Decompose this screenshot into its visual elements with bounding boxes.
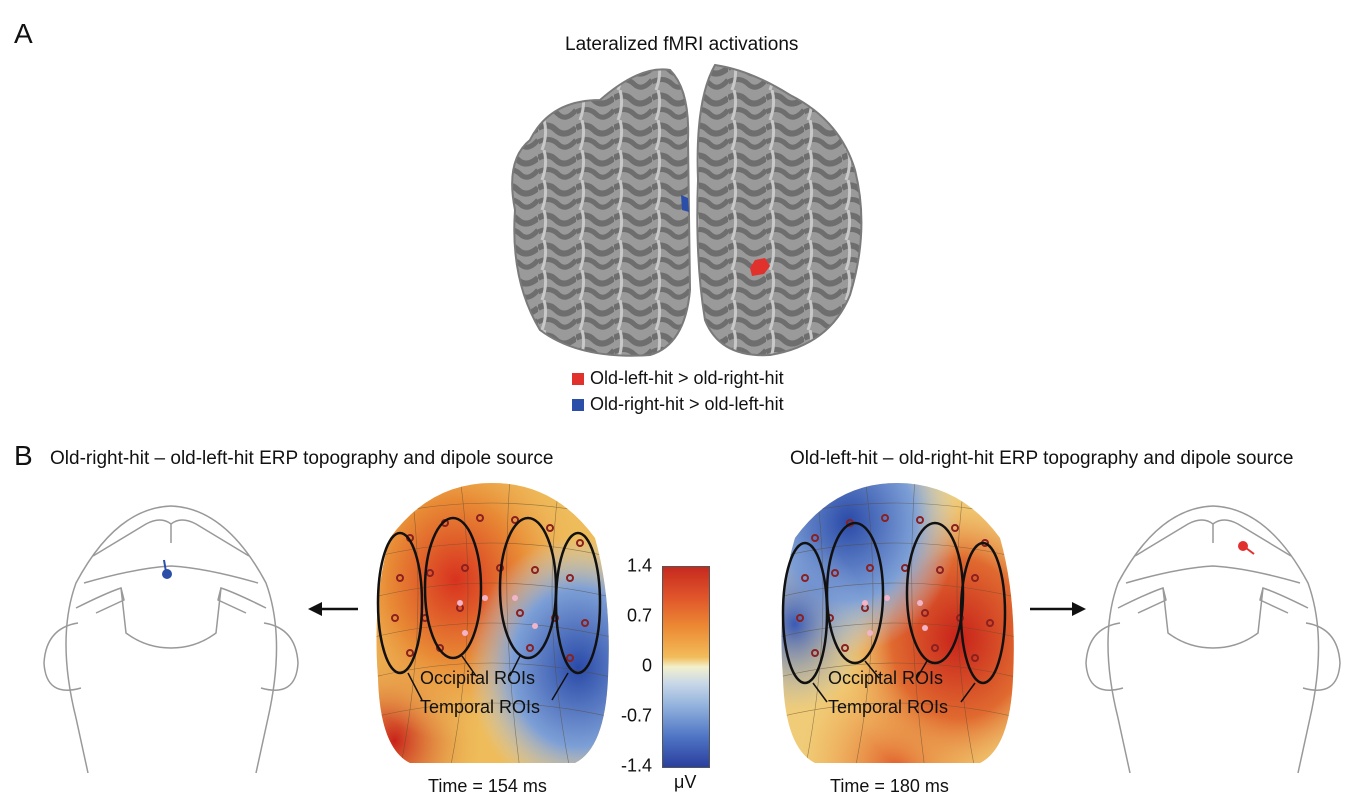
colorbar-tick: 1.4 — [626, 555, 652, 576]
blue-activation — [681, 195, 689, 212]
left-temporal-roi-right — [554, 531, 602, 675]
right-occipital-roi-left — [825, 521, 885, 665]
left-hemisphere — [511, 68, 692, 357]
left-time-label: Time = 154 ms — [428, 776, 547, 796]
legend-item-blue: Old-right-hit > old-left-hit — [572, 394, 784, 415]
red-activation — [750, 258, 770, 276]
panel-a-label: A — [14, 18, 33, 49]
right-temporal-roi-right — [959, 541, 1007, 685]
colorbar-tick: -0.7 — [620, 705, 652, 726]
left-occipital-label: Occipital ROIs — [420, 668, 536, 688]
right-head-outline — [1085, 505, 1341, 774]
right-occipital-label: Occipital ROIs — [828, 668, 944, 688]
legend-swatch-red — [572, 372, 584, 385]
left-head-outline — [43, 505, 299, 774]
right-dipole-source — [1238, 541, 1248, 551]
left-occipital-roi-left — [423, 516, 483, 660]
right-hemisphere — [696, 63, 863, 357]
left-dipole-source — [162, 569, 172, 579]
left-topography-map — [376, 483, 609, 763]
right-topography-title: Old-left-hit – old-right-hit ERP topogra… — [790, 448, 1294, 469]
panel-b-label: B — [14, 440, 33, 471]
left-temporal-roi-left — [376, 531, 424, 675]
right-temporal-label: Temporal ROIs — [828, 697, 949, 717]
colorbar-tick: 0 — [641, 655, 652, 676]
right-topography-map — [781, 483, 1014, 763]
colorbar-tick: -1.4 — [620, 755, 652, 776]
panel-a-title: Lateralized fMRI activations — [565, 34, 799, 55]
colorbar — [662, 566, 710, 768]
legend-label-red: Old-left-hit > old-right-hit — [590, 368, 784, 388]
right-time-label: Time = 180 ms — [830, 776, 949, 796]
brain-hemispheres — [511, 63, 863, 357]
left-temporal-label: Temporal ROIs — [420, 697, 541, 717]
legend-swatch-blue — [572, 398, 584, 411]
legend-label-blue: Old-right-hit > old-left-hit — [590, 394, 784, 414]
left-topography-title: Old-right-hit – old-left-hit ERP topogra… — [50, 448, 554, 469]
right-dipole-stem — [1245, 547, 1255, 555]
left-arrow-icon — [308, 602, 358, 616]
colorbar-tick: 0.7 — [626, 605, 652, 626]
colorbar-unit: μV — [674, 772, 697, 792]
right-arrow-icon — [1030, 602, 1086, 616]
legend-item-red: Old-left-hit > old-right-hit — [572, 368, 784, 389]
colorbar-ticks: 1.4 0.7 0 -0.7 -1.4 — [621, 556, 652, 776]
